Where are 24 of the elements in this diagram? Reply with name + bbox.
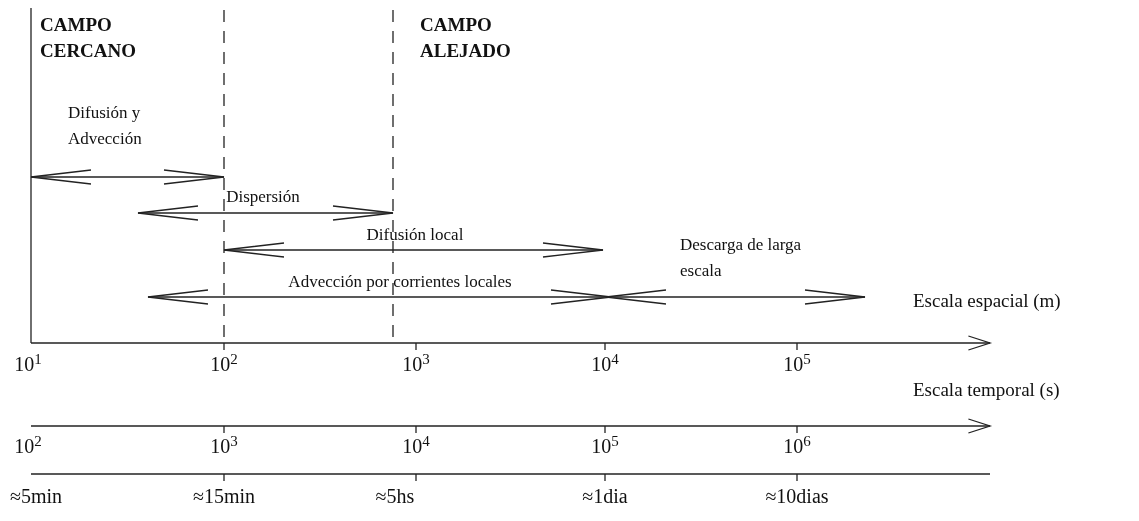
tick-label: 10$^{2}$ [14,435,42,457]
range-label: Descarga de larga escala [680,235,802,280]
range-label: Difusión y Advección [68,103,142,148]
tick-label: 10$^{4}$ [402,435,430,457]
range-label: Dispersión [226,187,300,206]
tick-label: 10$^{2}$ [210,353,238,375]
region-heading: CAMPO CERCANO [40,14,137,61]
tick-label: 10$^{4}$ [591,353,619,375]
tick-label: 10$^{3}$ [402,353,430,375]
range-label: Difusión local [366,225,464,244]
region-heading: CAMPO ALEJADO [420,14,511,61]
time-label: ≈5min [10,485,63,507]
axis-title: Escala espacial (m) [913,290,1061,311]
time-label: ≈1dia [582,485,628,507]
axis-title: Escala temporal (s) [913,379,1060,400]
tick-label: 10$^{3}$ [210,435,238,457]
tick-label: 10$^{6}$ [783,435,811,457]
range-label: Advección por corrientes locales [288,272,512,291]
time-label: ≈5hs [375,485,415,507]
time-label: ≈15min [192,485,256,507]
time-label: ≈10dias [765,485,829,507]
tick-label: 10$^{5}$ [591,435,619,457]
tick-label: 10$^{5}$ [783,353,811,375]
tick-label: 10$^{1}$ [14,353,42,375]
